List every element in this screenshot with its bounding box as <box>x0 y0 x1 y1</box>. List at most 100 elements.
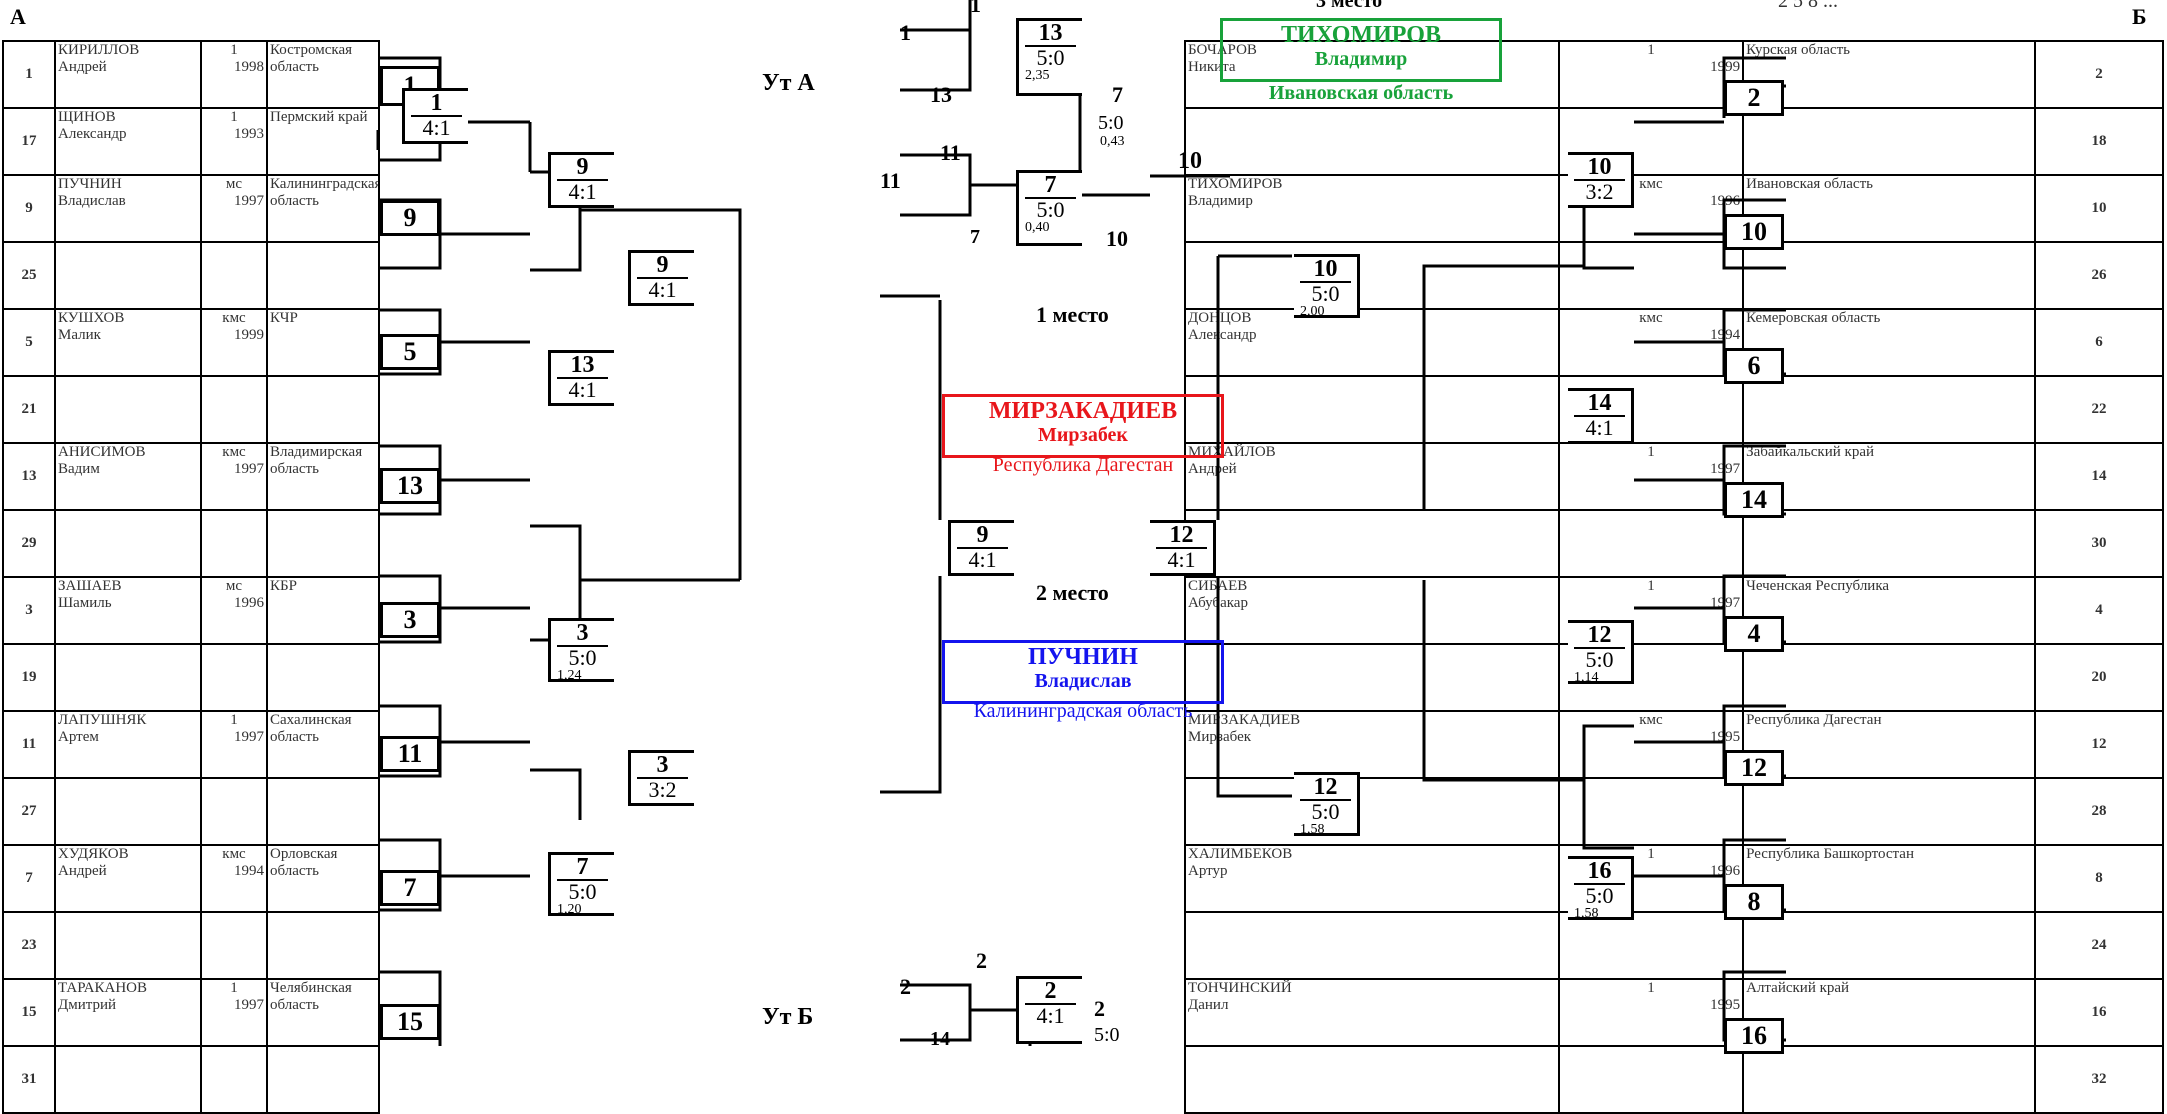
participant-region: КЧР <box>270 310 298 326</box>
match-score: 4:1 <box>557 377 608 401</box>
match-score: 5:0 <box>1574 883 1625 907</box>
rank-cell <box>200 1045 268 1114</box>
region-cell: Курская область <box>1742 40 2036 109</box>
rank-cell <box>200 643 268 712</box>
participant-surname: МИРЗАКАДИЕВ <box>1188 712 1301 728</box>
seed-number: 30 <box>2091 535 2107 551</box>
name-cell <box>54 777 202 846</box>
match-winner: 2 <box>1044 978 1057 1004</box>
participant-row: 22 <box>1184 375 2165 444</box>
participant-rank: кмс <box>1639 176 1663 192</box>
participant-year: 1998 <box>234 59 264 75</box>
seed-number: 26 <box>2091 267 2107 283</box>
seed-cell: 4 <box>2033 576 2165 645</box>
repechage-b-r2-score: 5:0 <box>1094 1024 1120 1046</box>
repechage-a-r2-score: 5:0 <box>1098 112 1124 134</box>
participant-surname: ТИХОМИРОВ <box>1188 176 1283 192</box>
participant-row: 30 <box>1184 509 2165 578</box>
region-cell <box>266 911 380 980</box>
rank-cell <box>1557 777 1745 846</box>
participant-name: Владислав <box>58 193 126 209</box>
participant-rank: мс <box>225 176 243 192</box>
participant-region: Пермский край <box>270 109 368 125</box>
repechage-a-r1: 1 <box>900 20 911 45</box>
seed-number: 8 <box>2095 870 2103 886</box>
seed-cell: 3 <box>2 576 56 645</box>
participant-year: 1999 <box>234 327 264 343</box>
r1-winner-box: 2 <box>1724 80 1784 116</box>
seed-number: 5 <box>25 334 33 350</box>
repechage-b-r1: 2 <box>900 974 911 999</box>
participant-rank: 1 <box>230 109 238 125</box>
match-time: 0,40 <box>1025 220 1050 235</box>
match-time: 2,00 <box>1300 304 1325 319</box>
seed-cell: 14 <box>2033 442 2165 511</box>
participant-region: Чеченская Республика <box>1746 578 1890 594</box>
match-time: 1,24 <box>557 668 582 683</box>
rank-cell <box>200 375 268 444</box>
match-winner: 1 <box>430 90 443 116</box>
match-winner: 12 <box>1587 622 1612 648</box>
participant-region: Костромская область <box>270 42 353 75</box>
third-place-surname: ТИХОМИРОВ <box>1281 22 1441 48</box>
match-score: 4:1 <box>1156 547 1207 571</box>
match-score: 4:1 <box>411 115 462 139</box>
first-place-label: 1 место <box>1036 302 1109 327</box>
participant-row: 26 <box>1184 241 2165 310</box>
second-place-label: 2 место <box>1036 580 1109 605</box>
seed-number: 22 <box>2091 401 2107 417</box>
region-cell: Сахалинская область <box>266 710 380 779</box>
seed-number: 4 <box>2095 602 2103 618</box>
seed-cell: 30 <box>2033 509 2165 578</box>
match-winner: 3 <box>656 752 669 778</box>
seed-number: 25 <box>21 267 37 283</box>
region-cell <box>266 241 380 310</box>
participant-region: Калининградская область <box>270 176 379 209</box>
participant-region: Орловская область <box>270 846 338 879</box>
region-cell <box>266 643 380 712</box>
participant-row: 18 <box>1184 107 2165 176</box>
repechage-a-label: Ут А <box>762 70 815 96</box>
seed-number: 29 <box>21 535 37 551</box>
seed-number: 12 <box>2091 736 2107 752</box>
second-place-box: ПУЧНИН Владислав <box>942 640 1224 704</box>
r1-winner-box: 11 <box>380 736 440 772</box>
rank-cell <box>200 509 268 578</box>
participant-surname: КУШХОВ <box>58 310 125 326</box>
second-place-name: Владислав <box>1034 670 1132 692</box>
seed-number: 10 <box>2091 200 2107 216</box>
name-cell <box>1184 1045 1560 1114</box>
repechage-a-r1-lower: 13 <box>930 82 952 107</box>
participant-region: Республика Дагестан <box>1746 712 1882 728</box>
match-score: 5:0 <box>1025 45 1076 69</box>
match-winner: 16 <box>1587 858 1612 884</box>
region-cell: Челябинская область <box>266 978 380 1047</box>
participant-year: 1993 <box>234 126 264 142</box>
seed-cell: 9 <box>2 174 56 243</box>
rank-cell <box>1557 911 1745 980</box>
seed-cell: 6 <box>2033 308 2165 377</box>
name-cell <box>54 241 202 310</box>
seed-number: 9 <box>25 200 33 216</box>
seed-number: 20 <box>2091 669 2107 685</box>
participant-surname: КИРИЛЛОВ <box>58 42 140 58</box>
seed-cell: 17 <box>2 107 56 176</box>
